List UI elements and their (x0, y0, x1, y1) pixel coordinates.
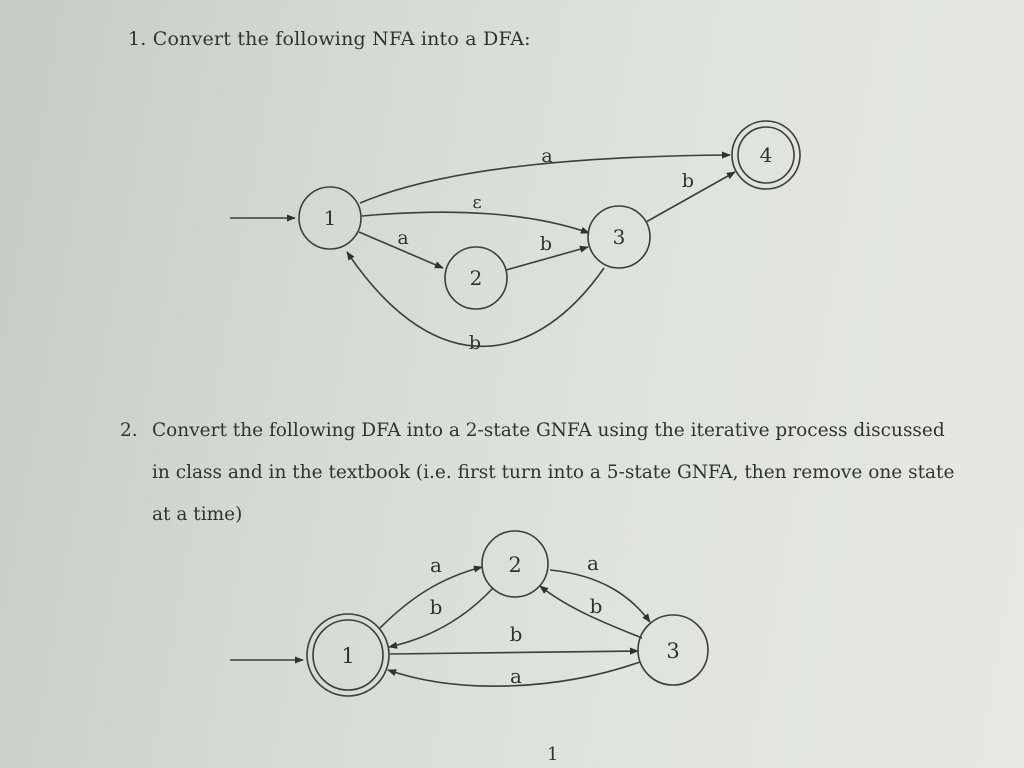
nfa-state-4-outer (731, 120, 801, 190)
dfa-label-3-1: a (510, 664, 522, 688)
nfa-label-2-3: b (540, 233, 552, 255)
dfa-label-3-2: b (590, 594, 603, 618)
dfa-edge-1-2 (379, 565, 483, 629)
nfa-state-2-label: 2 (470, 266, 483, 290)
nfa-diagram: 1 2 3 4 a ε a b b b (230, 120, 801, 354)
page-number: 1 (547, 744, 559, 765)
nfa-edge-1-4 (359, 151, 731, 204)
dfa-edge-3-2 (539, 585, 643, 639)
dfa-label-2-3: a (587, 551, 599, 575)
dfa-edge-2-3 (549, 569, 651, 623)
nfa-edge-2-3 (505, 245, 589, 271)
nfa-label-1-2: a (397, 227, 408, 249)
nfa-edge-3-1 (346, 251, 605, 348)
question-2-line-3: at a time) (152, 504, 243, 525)
nfa-edge-1-3 (361, 211, 590, 234)
question-2-number: 2. (120, 420, 138, 441)
nfa-edge-3-4 (645, 171, 736, 223)
dfa-edge-1-3 (389, 647, 639, 655)
dfa-state-1-label: 1 (341, 644, 354, 668)
nfa-state-2-circle (444, 246, 508, 310)
nfa-state-1-label: 1 (324, 206, 337, 230)
dfa-state-2-circle (481, 530, 549, 598)
dfa-state-3-label: 3 (666, 639, 679, 663)
nfa-label-3-1: b (469, 332, 481, 354)
question-2-line-1: 2. Convert the following DFA into a 2-sta… (120, 410, 1000, 452)
nfa-state-1-circle (298, 186, 362, 250)
dfa-state-1-outer (306, 613, 390, 697)
dfa-diagram: 1 2 3 a b a b b a (230, 530, 709, 697)
nfa-state-4-inner (737, 126, 795, 184)
dfa-label-1-3: b (510, 622, 523, 646)
nfa-state-3-circle (587, 205, 651, 269)
nfa-label-1-4: a (541, 145, 552, 167)
question-2-line-2: in class and in the textbook (i.e. first… (152, 462, 955, 483)
question-1-text: 1. Convert the following NFA into a DFA: (128, 28, 531, 50)
dfa-edge-2-1 (388, 587, 494, 649)
nfa-label-1-3: ε (472, 192, 481, 213)
dfa-state-2-label: 2 (508, 553, 521, 577)
nfa-label-3-4: b (682, 170, 694, 192)
dfa-label-1-2: a (430, 553, 442, 577)
dfa-edge-3-1 (387, 661, 641, 687)
nfa-edge-1-2 (358, 231, 444, 269)
dfa-state-1-inner (312, 619, 384, 691)
question-2-text: 2. Convert the following DFA into a 2-sta… (120, 410, 1000, 536)
nfa-state-3-label: 3 (613, 225, 626, 249)
dfa-state-3-circle (637, 614, 709, 686)
nfa-state-4-label: 4 (760, 143, 773, 167)
dfa-label-2-1: b (430, 595, 443, 619)
question-2-line-1-text: Convert the following DFA into a 2-state… (152, 420, 945, 441)
